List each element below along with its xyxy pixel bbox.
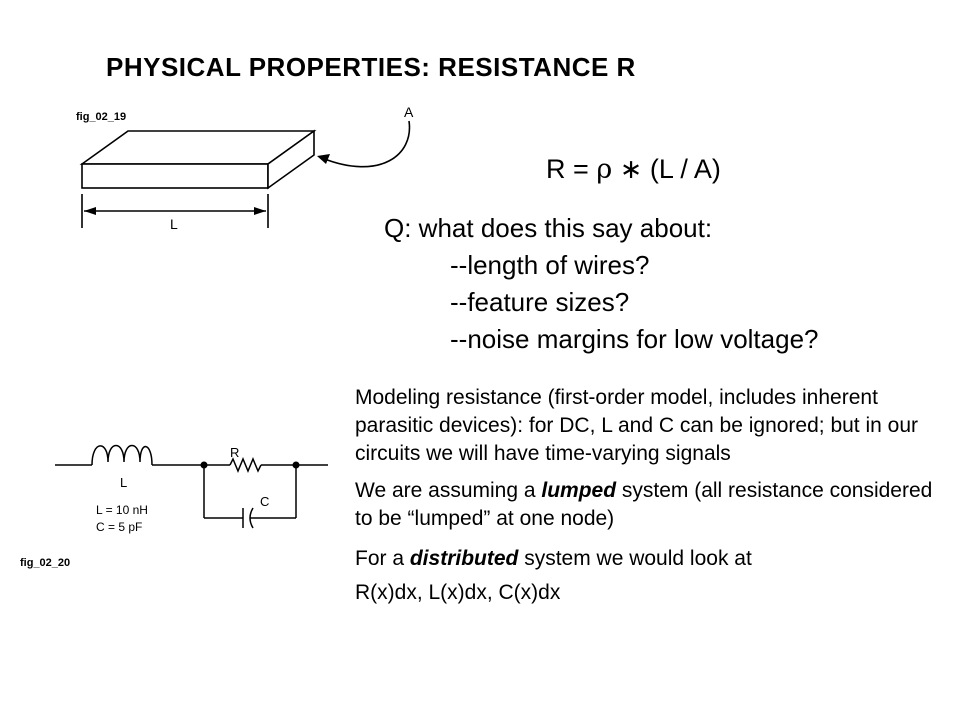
capacitor-label: C bbox=[260, 494, 269, 509]
modeling-notes: Modeling resistance (first-order model, … bbox=[355, 384, 940, 619]
capacitance-value: C = 5 pF bbox=[96, 520, 142, 534]
page-title: PHYSICAL PROPERTIES: RESISTANCE R bbox=[106, 52, 636, 82]
formula-rhs: (L / A) bbox=[649, 154, 721, 184]
resistance-model-circuit: L R C L = 10 nH C = 5 pF bbox=[55, 444, 328, 534]
distributed-term: distributed bbox=[409, 547, 519, 570]
question-item-wire-length: --length of wires? bbox=[450, 250, 650, 280]
length-label: L bbox=[170, 216, 178, 232]
formula-operator: ∗ bbox=[619, 154, 643, 184]
circuit-node bbox=[292, 461, 300, 469]
slab-front-face bbox=[81, 163, 269, 189]
resistor-symbol bbox=[229, 457, 262, 473]
distributed-text-pre: For a bbox=[355, 547, 410, 570]
area-label: A bbox=[404, 104, 414, 120]
inductor-symbol bbox=[91, 444, 153, 466]
slab-side-face bbox=[267, 129, 315, 190]
distributed-functions: R(x)dx, L(x)dx, C(x)dx bbox=[355, 581, 561, 604]
formula-rho: ρ bbox=[596, 154, 613, 185]
area-arrow bbox=[321, 120, 411, 168]
modeling-paragraph: Modeling resistance (first-order model, … bbox=[355, 386, 919, 465]
resistor-label: R bbox=[230, 445, 239, 460]
lumped-text-post: system (all resistance considered to be … bbox=[355, 479, 933, 530]
resistance-formula: R = ρ ∗ (L / A) bbox=[546, 154, 721, 185]
distributed-text-post: system we would look at bbox=[518, 547, 752, 570]
resistor-slab-diagram: A L bbox=[79, 104, 414, 232]
question-block: Q: what does this say about: --length of… bbox=[384, 210, 819, 358]
distributed-paragraph: For a distributed system we would look a… bbox=[355, 542, 940, 610]
question-line: Q: what does this say about: bbox=[384, 213, 713, 243]
inductor-label: L bbox=[120, 475, 127, 490]
figure-2-label: fig_02_20 bbox=[20, 557, 71, 569]
formula-equals: = bbox=[573, 154, 589, 184]
question-item-feature-sizes: --feature sizes? bbox=[450, 287, 630, 317]
figure-1-label: fig_02_19 bbox=[76, 111, 127, 123]
lumped-paragraph: We are assuming a lumped system (all res… bbox=[355, 477, 940, 533]
circuit-node bbox=[200, 461, 208, 469]
formula-lhs: R bbox=[546, 154, 566, 184]
lumped-text-pre: We are assuming a bbox=[355, 479, 542, 502]
inductance-value: L = 10 nH bbox=[96, 503, 148, 517]
question-item-noise-margins: --noise margins for low voltage? bbox=[450, 324, 819, 354]
lumped-term: lumped bbox=[541, 479, 617, 502]
